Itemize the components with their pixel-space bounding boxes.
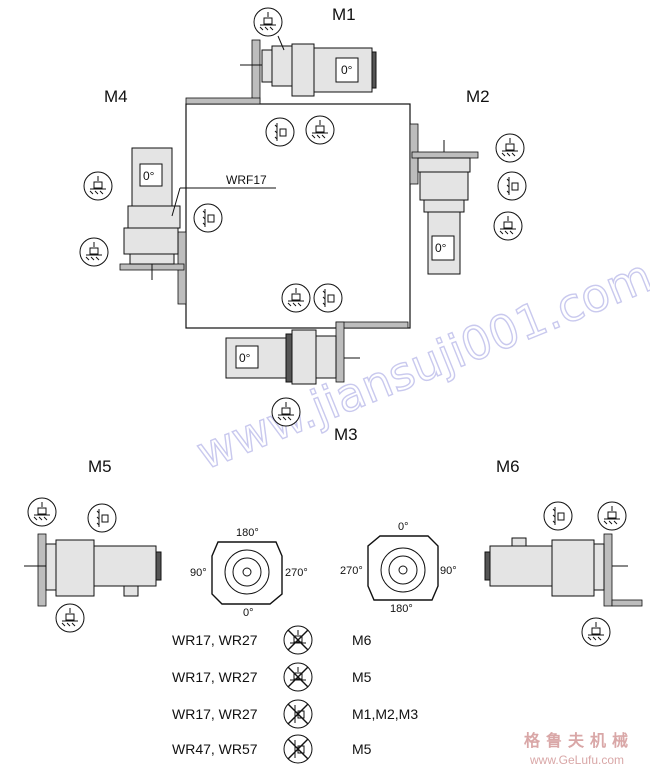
brand-name: 格鲁夫机械 xyxy=(524,731,634,750)
m1-oil-icon-top xyxy=(253,7,283,37)
center-housing xyxy=(185,103,411,329)
legend-models: WR17, WR27 xyxy=(172,669,258,685)
legend-models: WR17, WR27 xyxy=(172,706,258,722)
m2-oil-icon-top xyxy=(495,133,525,163)
m4-oil-icon-right xyxy=(193,203,223,233)
model-label-wrf17: WRF17 xyxy=(226,173,267,187)
legend-models: WR47, WR57 xyxy=(172,741,258,757)
position-label-m1: M1 xyxy=(332,5,356,24)
legend-positions: M1,M2,M3 xyxy=(352,706,418,722)
legend-positions: M5 xyxy=(352,741,372,757)
motor-assembly-m4: 0° WRF17 xyxy=(79,147,276,305)
left-angle-top: 180° xyxy=(236,527,259,539)
position-label-m6: M6 xyxy=(496,457,520,476)
motor-assembly-m1: 0° xyxy=(185,7,377,147)
motor-assembly-m5 xyxy=(24,497,162,633)
left-angle-bottom: 0° xyxy=(243,607,254,619)
legend-positions: M5 xyxy=(352,669,372,685)
legend: WR17, WR27 M6 WR17, WR27 M5 WR17, WR27 M… xyxy=(172,625,418,764)
motor-assembly-m3: 0° xyxy=(225,283,409,427)
m4-oil-icon-bottom xyxy=(79,237,109,267)
right-angle-bottom: 180° xyxy=(390,603,413,615)
forbidden-icon xyxy=(283,625,313,655)
forbidden-icon xyxy=(283,699,313,729)
m1-motor-angle: 0° xyxy=(341,63,353,77)
m3-oil-icon-right xyxy=(313,283,343,313)
brand-url: www.GeLufu.com xyxy=(529,753,624,767)
forbidden-icon xyxy=(283,734,313,764)
right-angle-left: 270° xyxy=(340,565,363,577)
end-view-left: 180° 90° 270° 0° xyxy=(190,527,308,619)
left-angle-right: 270° xyxy=(285,567,308,579)
m3-oil-icon-left xyxy=(281,283,311,313)
legend-positions: M6 xyxy=(352,632,372,648)
m6-oil-icon-top-right xyxy=(597,501,627,531)
left-angle-left: 90° xyxy=(190,567,207,579)
position-label-m4: M4 xyxy=(104,87,128,106)
m4-motor-angle: 0° xyxy=(143,169,155,183)
m5-oil-icon-bottom xyxy=(55,603,85,633)
end-view-right: 0° 270° 90° 180° xyxy=(340,521,457,615)
legend-row: WR17, WR27 M5 xyxy=(172,662,372,692)
m2-oil-icon-bottom xyxy=(493,211,523,241)
legend-row: WR17, WR27 M1,M2,M3 xyxy=(172,699,418,729)
position-label-m3: M3 xyxy=(334,425,358,444)
m1-oil-icon-left xyxy=(265,117,295,147)
m1-oil-icon-right xyxy=(305,115,335,145)
motor-assembly-m6 xyxy=(484,501,643,647)
right-angle-right: 90° xyxy=(440,565,457,577)
m5-oil-icon-top-left xyxy=(27,497,57,527)
m6-oil-icon-top-left xyxy=(543,501,573,531)
m2-oil-icon-middle xyxy=(497,171,527,201)
m5-oil-icon-top-right xyxy=(87,503,117,533)
motor-assembly-m2: 0° xyxy=(409,123,527,275)
position-label-m5: M5 xyxy=(88,457,112,476)
position-label-m2: M2 xyxy=(466,87,490,106)
legend-row: WR47, WR57 M5 xyxy=(172,734,372,764)
m2-motor-angle: 0° xyxy=(435,241,447,255)
m6-oil-icon-bottom xyxy=(581,617,611,647)
legend-row: WR17, WR27 M6 xyxy=(172,625,372,655)
m4-oil-icon-top xyxy=(83,171,113,201)
legend-models: WR17, WR27 xyxy=(172,632,258,648)
forbidden-icon xyxy=(283,662,313,692)
m3-motor-angle: 0° xyxy=(239,351,251,365)
m3-oil-icon-bottom xyxy=(271,397,301,427)
right-angle-top: 0° xyxy=(398,521,409,533)
